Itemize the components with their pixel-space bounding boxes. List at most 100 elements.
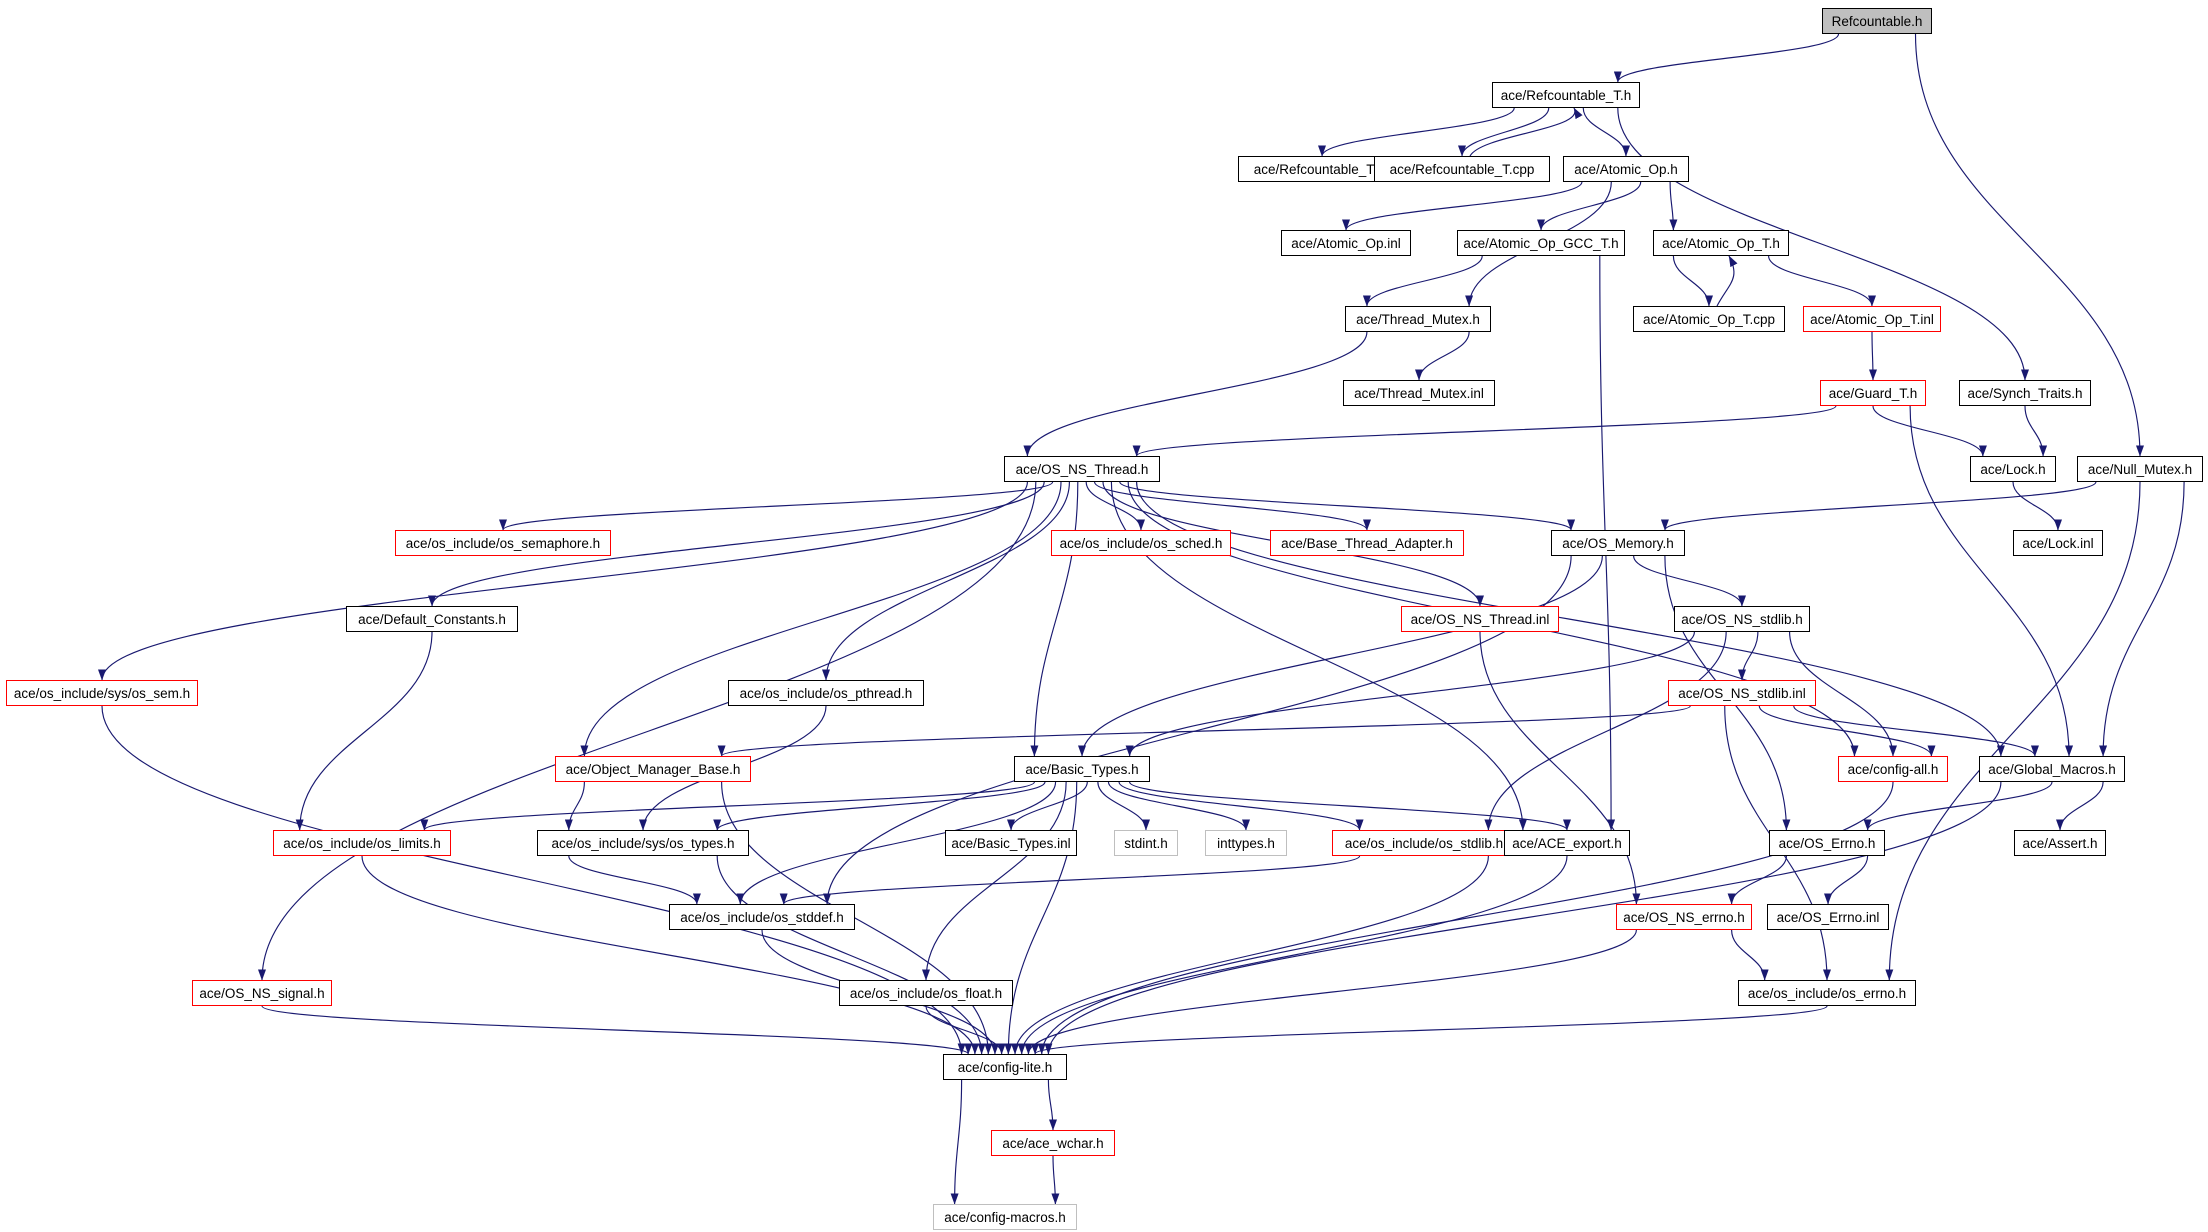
edge-os-ns-thread-h-to-os-ns-signal-h [258,481,1037,981]
node-atomic-op-h[interactable]: ace/Atomic_Op.h [1563,156,1689,182]
edge-atomic-op-t-h-to-atomic-op-t-cpp [1672,255,1713,307]
edge-os-ns-thread-h-to-object-manager-base-h [580,481,1062,757]
edge-os-stdlib-h-to-config-lite-h [1011,855,1489,1055]
edge-os-ns-thread-h-to-global-macros-h [1136,481,2005,757]
edge-refcountable-t-h-to-refcountable-t-inl [1318,107,1515,157]
edge-os-errno-ace-h-to-os-ns-errno-h [1727,855,1787,905]
node-base-thread-adapter-h[interactable]: ace/Base_Thread_Adapter.h [1270,530,1464,556]
node-config-macros-h[interactable]: ace/config-macros.h [933,1204,1077,1230]
node-os-memory-h[interactable]: ace/OS_Memory.h [1551,530,1685,556]
edge-os-ns-thread-h-to-os-semaphore-h [499,481,1054,531]
node-config-all-h[interactable]: ace/config-all.h [1838,756,1948,782]
node-atomic-op-t-inl[interactable]: ace/Atomic_Op_T.inl [1803,306,1941,332]
edge-os-ns-stdlib-h-to-os-stdlib-h [1484,631,1727,831]
edge-os-ns-stdlib-inl-to-object-manager-base-h [718,705,1691,757]
edge-basic-types-h-to-os-float-h [922,781,1067,981]
edge-guard-t-h-to-lock-h [1872,405,1987,457]
edge-os-ns-thread-h-to-default-constants-h [428,481,1045,607]
node-atomic-op-gcc-t-h[interactable]: ace/Atomic_Op_GCC_T.h [1457,230,1625,256]
edge-os-ns-thread-h-to-os-pthread-h [822,481,1070,681]
node-global-macros-h[interactable]: ace/Global_Macros.h [1979,756,2125,782]
edge-thread-mutex-h-to-os-ns-thread-h [1023,331,1368,457]
node-os-include-errno-h[interactable]: ace/os_include/os_errno.h [1738,980,1916,1006]
node-os-sched-h[interactable]: ace/os_include/os_sched.h [1051,530,1231,556]
node-os-types-h[interactable]: ace/os_include/sys/os_types.h [537,830,749,856]
edge-refcountable-t-h-to-refcountable-t-cpp [1458,107,1550,157]
edge-basic-types-h-to-os-types-h [713,781,1046,831]
edge-refcountable-t-cpp-to-refcountable-t-h [1469,107,1583,157]
node-os-ns-signal-h[interactable]: ace/OS_NS_signal.h [192,980,332,1006]
node-config-lite-h[interactable]: ace/config-lite.h [943,1054,1067,1080]
node-lock-h[interactable]: ace/Lock.h [1970,456,2056,482]
edge-config-all-h-to-config-lite-h [1037,781,1894,1055]
edge-os-ns-errno-h-to-config-lite-h [1024,929,1637,1055]
node-os-ns-thread-inl[interactable]: ace/OS_NS_Thread.inl [1401,606,1559,632]
node-default-constants-h[interactable]: ace/Default_Constants.h [346,606,518,632]
node-synch-traits-h[interactable]: ace/Synch_Traits.h [1959,380,2091,406]
edge-os-ns-stdlib-inl-to-global-macros-h [1793,705,2039,757]
edge-basic-types-h-to-os-stdlib-h [1118,781,1364,831]
edge-lock-h-to-lock-inl [2012,481,2062,531]
node-os-errno-inl[interactable]: ace/OS_Errno.inl [1767,904,1889,930]
node-os-stdlib-h[interactable]: ace/os_include/os_stdlib.h [1332,830,1516,856]
node-thread-mutex-h[interactable]: ace/Thread_Mutex.h [1345,306,1491,332]
edge-config-lite-h-to-ace-wchar-h [1047,1079,1057,1131]
edge-ace-wchar-h-to-config-macros-h [1051,1155,1060,1205]
edge-os-ns-stdlib-h-to-config-all-h [1789,631,1897,757]
edge-os-include-errno-h-to-config-lite-h [1031,1005,1828,1055]
edge-os-float-h-to-config-lite-h [925,1005,1006,1055]
node-os-ns-errno-h[interactable]: ace/OS_NS_errno.h [1616,904,1752,930]
node-ace-wchar-h[interactable]: ace/ace_wchar.h [991,1130,1115,1156]
node-os-ns-stdlib-h[interactable]: ace/OS_NS_stdlib.h [1674,606,1810,632]
edge-atomic-op-t-inl-to-guard-t-h [1868,331,1877,381]
edge-atomic-op-gcc-t-h-to-thread-mutex-h [1362,255,1483,307]
node-atomic-op-t-cpp[interactable]: ace/Atomic_Op_T.cpp [1633,306,1785,332]
node-basic-types-h[interactable]: ace/Basic_Types.h [1014,756,1150,782]
edge-null-mutex-h-to-global-macros-h [2099,481,2185,757]
node-assert-h[interactable]: ace/Assert.h [2014,830,2106,856]
node-atomic-op-inl[interactable]: ace/Atomic_Op.inl [1281,230,1411,256]
node-os-sem-h[interactable]: ace/os_include/sys/os_sem.h [6,680,198,706]
node-refcountable-t-cpp[interactable]: ace/Refcountable_T.cpp [1374,156,1550,182]
edge-os-ns-stdlib-h-to-basic-types-h [1125,631,1695,757]
node-os-stddef-h[interactable]: ace/os_include/os_stddef.h [669,904,855,930]
edge-config-lite-h-to-config-macros-h [950,1079,963,1205]
node-os-pthread-h[interactable]: ace/os_include/os_pthread.h [728,680,924,706]
node-os-ns-thread-h[interactable]: ace/OS_NS_Thread.h [1004,456,1160,482]
node-os-float-h[interactable]: ace/os_include/os_float.h [839,980,1013,1006]
edge-basic-types-h-to-stdint-h [1097,781,1150,831]
edge-guard-t-h-to-global-macros-h [1909,405,2074,757]
edge-synch-traits-h-to-lock-h [2024,405,2048,457]
node-thread-mutex-inl[interactable]: ace/Thread_Mutex.inl [1343,380,1495,406]
edge-basic-types-h-to-config-lite-h [1004,781,1078,1055]
node-os-limits-h[interactable]: ace/os_include/os_limits.h [273,830,451,856]
edge-os-ns-signal-h-to-config-lite-h [261,1005,972,1055]
node-refcountable-t-h[interactable]: ace/Refcountable_T.h [1492,82,1640,108]
node-lock-inl[interactable]: ace/Lock.inl [2013,530,2103,556]
edge-os-ns-thread-h-to-os-memory-h [1119,481,1575,531]
node-inttypes-h[interactable]: inttypes.h [1205,830,1287,856]
node-basic-types-inl[interactable]: ace/Basic_Types.inl [945,830,1077,856]
edge-os-ns-errno-h-to-os-include-errno-h [1731,929,1769,981]
node-object-manager-base-h[interactable]: ace/Object_Manager_Base.h [555,756,751,782]
edge-atomic-op-h-to-atomic-op-t-h [1669,181,1678,231]
edge-os-ns-thread-inl-to-os-ns-errno-h [1479,631,1641,905]
edge-atomic-op-t-h-to-atomic-op-t-inl [1768,255,1876,307]
node-os-ns-stdlib-inl[interactable]: ace/OS_NS_stdlib.inl [1668,680,1816,706]
edge-object-manager-base-h-to-os-types-h [564,781,585,831]
edge-null-mutex-h-to-os-include-errno-h [1885,481,2141,981]
edge-default-constants-h-to-os-limits-h [295,631,433,831]
node-null-mutex-h[interactable]: ace/Null_Mutex.h [2077,456,2203,482]
edge-basic-types-h-to-ace-export-h [1129,781,1571,831]
node-guard-t-h[interactable]: ace/Guard_T.h [1820,380,1926,406]
node-atomic-op-t-h[interactable]: ace/Atomic_Op_T.h [1653,230,1789,256]
node-os-errno-ace-h[interactable]: ace/OS_Errno.h [1769,830,1885,856]
edge-thread-mutex-h-to-thread-mutex-inl [1415,331,1470,381]
edge-os-stdlib-h-to-os-stddef-h [779,855,1361,905]
edge-os-types-h-to-config-lite-h [716,855,986,1055]
node-refcountable-h[interactable]: Refcountable.h [1822,8,1932,34]
node-ace-export-h[interactable]: ace/ACE_export.h [1504,830,1630,856]
node-os-semaphore-h[interactable]: ace/os_include/os_semaphore.h [395,530,611,556]
node-stdint-h[interactable]: stdint.h [1114,830,1178,856]
